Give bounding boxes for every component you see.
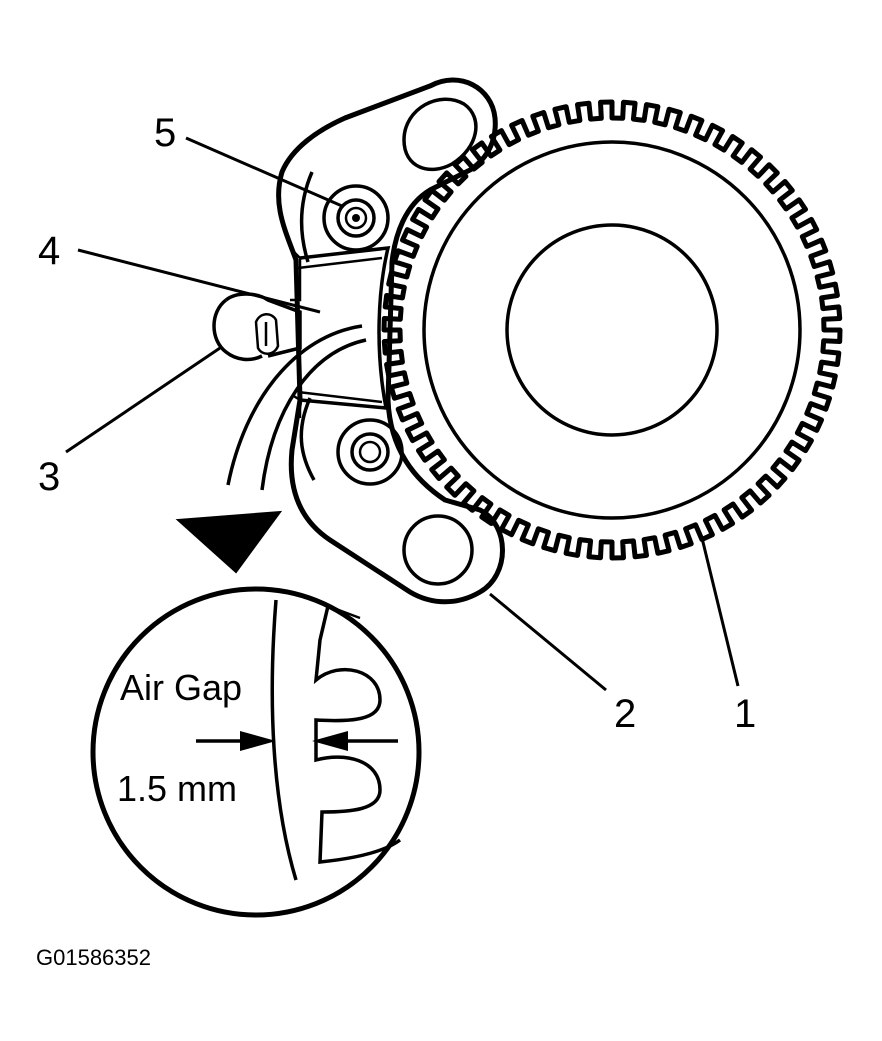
figure-id: G01586352 <box>36 945 151 970</box>
callout-4: 4 <box>38 229 60 273</box>
tone-ring-teeth <box>381 99 843 561</box>
leader-line-1 <box>700 537 740 687</box>
detail-pointer-arrow <box>175 324 367 574</box>
air-gap-label: Air Gap <box>120 667 242 708</box>
detail-ring-teeth <box>313 605 402 864</box>
sensor-body <box>289 171 391 481</box>
mounting-bolt-lower <box>336 418 404 486</box>
tone-ring-inner-circle <box>422 140 802 520</box>
tone-ring <box>381 99 843 561</box>
bracket-upper-hole <box>402 97 478 172</box>
bracket-outline <box>276 77 505 605</box>
callout-2: 2 <box>614 692 636 736</box>
callout-5: 5 <box>154 111 176 155</box>
sensor-head <box>299 245 391 410</box>
arrow-outline-outer <box>226 324 363 486</box>
detail-circle <box>90 586 422 918</box>
air-gap-value: 1.5 mm <box>117 768 237 809</box>
leader-line-2 <box>489 592 607 692</box>
sensor-head-edge-bottom <box>297 390 383 404</box>
detail-sensor-face <box>270 599 298 881</box>
sensor-tab-bottom <box>291 393 302 418</box>
leader-line-3 <box>65 346 221 454</box>
leader-line-4 <box>77 248 321 314</box>
connector-cable <box>212 298 263 362</box>
arrow-outline-inner <box>260 338 367 491</box>
sensor-bracket <box>276 77 505 605</box>
sensor-left-wing-lower <box>299 397 316 481</box>
sensor-tab-top <box>289 247 302 302</box>
mounting-bolt-upper <box>322 184 390 252</box>
detail-magnifier: Air Gap 1.5 mm <box>90 586 422 918</box>
sensor-left-wing <box>299 171 314 263</box>
connector-clip <box>254 313 280 355</box>
callout-3: 3 <box>38 455 60 499</box>
bracket-lower-hole <box>402 514 474 586</box>
dimension-arrow-left <box>240 731 276 751</box>
arrow-head <box>175 510 283 574</box>
callout-1: 1 <box>734 692 756 736</box>
leader-line-5 <box>185 136 343 208</box>
sensor-head-edge-top <box>297 256 383 270</box>
detail-tooth-top <box>327 604 361 620</box>
dimension-arrow-right <box>312 731 348 751</box>
hub-bore-circle <box>505 223 719 437</box>
